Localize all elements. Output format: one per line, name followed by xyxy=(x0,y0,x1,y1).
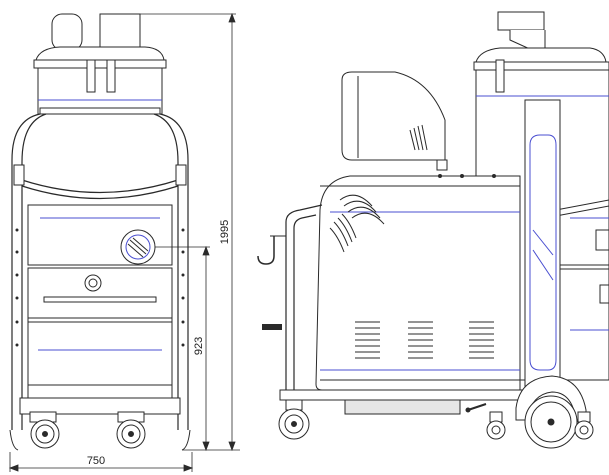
side-brake-pedal xyxy=(465,403,487,413)
front-base xyxy=(19,397,181,415)
side-lower-vents-2 xyxy=(408,321,433,359)
side-rear-wheel xyxy=(278,399,310,440)
side-hook xyxy=(257,236,275,265)
front-handle-left xyxy=(11,113,41,430)
front-handle-right xyxy=(159,113,189,430)
front-clamp-right xyxy=(106,59,116,93)
side-grip xyxy=(262,324,282,330)
front-gauge xyxy=(84,274,102,292)
dimension-lines xyxy=(8,12,240,472)
dimension-outlet-height: 923 xyxy=(193,337,205,355)
side-upper-vents xyxy=(329,194,385,253)
dimension-overall-height: 1995 xyxy=(219,220,231,244)
side-push-handle xyxy=(285,204,323,390)
front-view xyxy=(9,13,191,451)
front-collection-bin xyxy=(27,267,173,399)
side-front-wheel xyxy=(524,395,578,449)
front-head-cap xyxy=(35,46,165,61)
side-front-caster-small xyxy=(486,411,506,440)
side-hood-vents xyxy=(409,124,428,151)
front-motor-box xyxy=(99,13,141,49)
front-wheel-right xyxy=(116,411,146,449)
front-head-rim xyxy=(33,59,167,69)
side-view xyxy=(257,11,609,449)
side-lower-vents-1 xyxy=(355,321,380,359)
side-tank-cap xyxy=(475,47,607,63)
front-wheel-left xyxy=(29,411,60,449)
front-handle-bar xyxy=(21,179,179,194)
dimension-overall-width: 750 xyxy=(87,455,105,467)
side-inlet-pipe xyxy=(497,11,545,31)
side-front-caster-right xyxy=(574,411,594,440)
front-filter-drum xyxy=(37,67,163,115)
front-clamp-left xyxy=(86,59,96,93)
side-lower-vents-3 xyxy=(469,321,494,359)
side-base-plate xyxy=(279,389,529,401)
side-motor-hood xyxy=(341,71,446,161)
front-inlet-pipe xyxy=(51,13,83,51)
